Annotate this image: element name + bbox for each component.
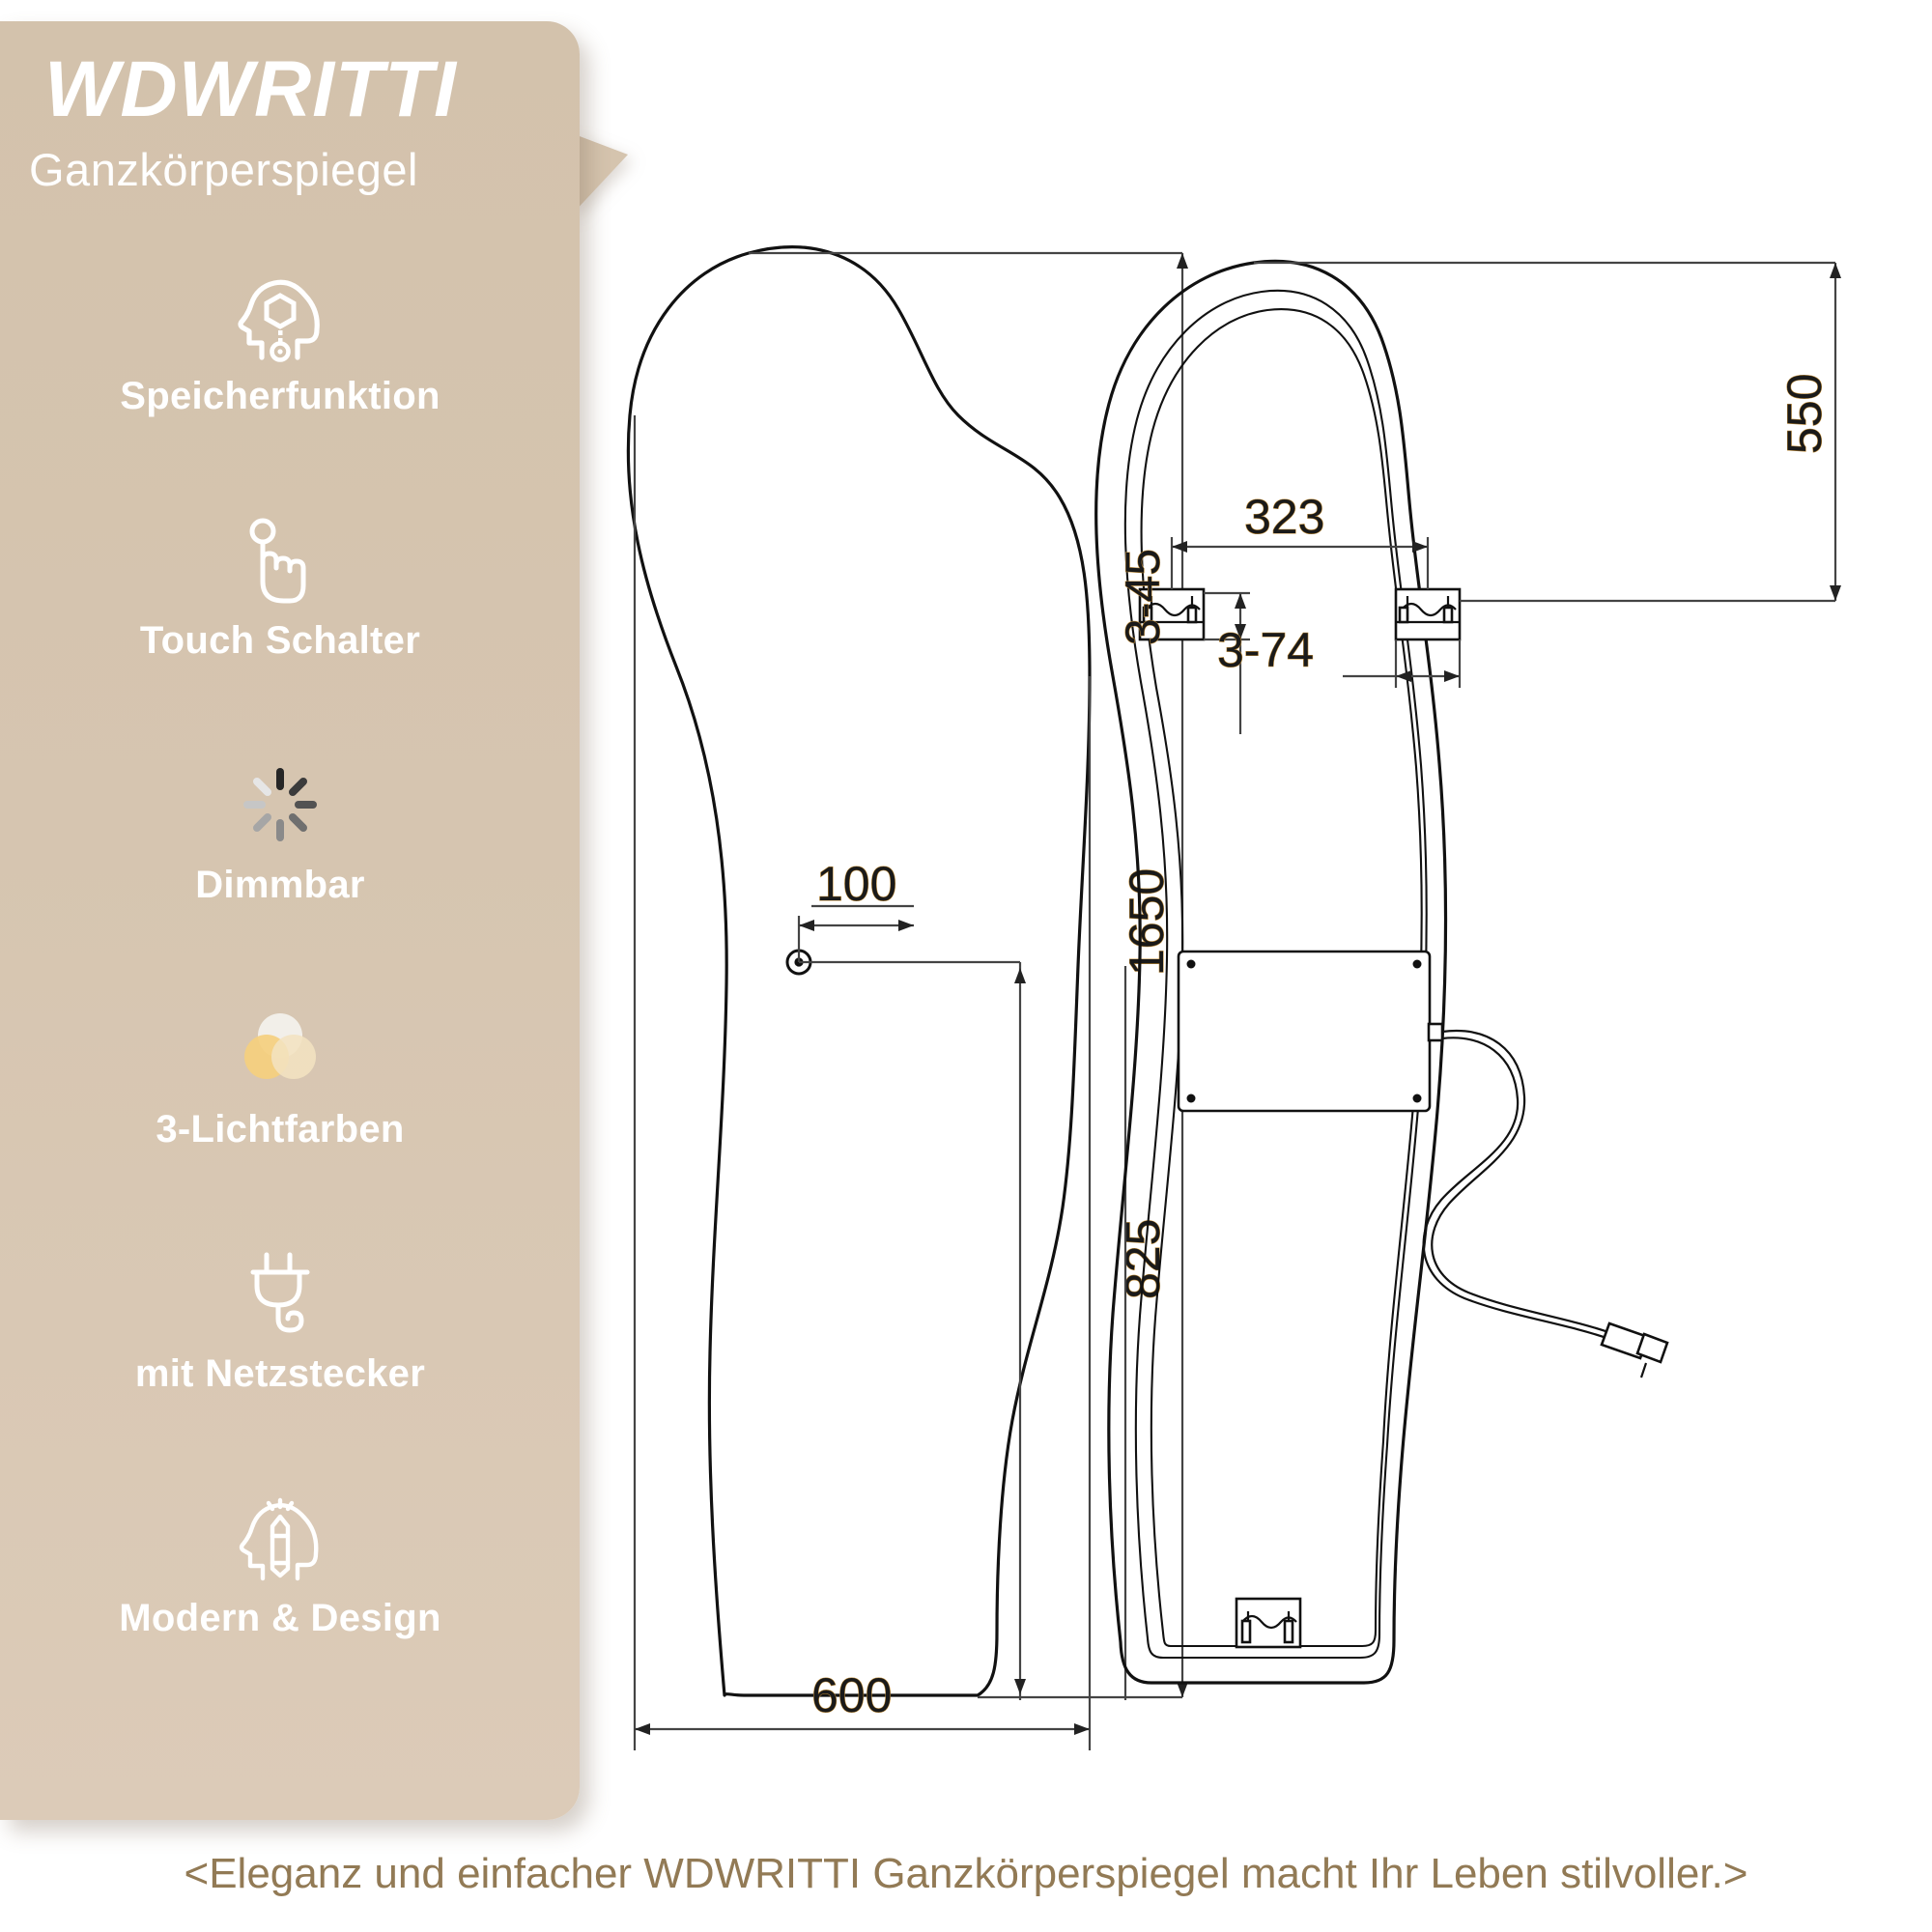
dimension-825-group: 825 <box>1014 962 1171 1700</box>
feature-label: mit Netzstecker <box>134 1352 426 1395</box>
design-head-pencil-icon <box>227 1485 333 1591</box>
feature-item-dimmbar: Dimmbar <box>0 752 560 996</box>
feature-label: Touch Schalter <box>139 619 421 662</box>
power-plug <box>1600 1321 1669 1378</box>
speech-bubble-tail <box>572 133 628 214</box>
feature-item-3-lichtfarben: 3-Lichtfarben <box>0 996 560 1240</box>
technical-drawing: 100 825 1650 <box>580 0 1932 1835</box>
brand-name: WDWRITTI <box>44 45 457 133</box>
bottom-bracket <box>1235 1597 1302 1649</box>
feature-label: Dimmbar <box>195 864 365 906</box>
feature-list: Speicherfunktion <box>0 263 560 1729</box>
touch-hand-icon <box>227 507 333 613</box>
dimension-3-74: 3-74 <box>1217 623 1314 677</box>
feature-label: Speicherfunktion <box>120 375 440 417</box>
dimension-550-group: 550 <box>1254 261 1841 603</box>
memory-head-icon <box>227 263 333 369</box>
power-cable <box>1422 1030 1612 1341</box>
dimension-600-group: 600 <box>633 415 1092 1750</box>
dimension-600: 600 <box>811 1668 892 1722</box>
mirror-back-led-channel <box>1123 289 1428 1660</box>
led-driver-box <box>1177 950 1444 1113</box>
dimension-3-45: 3-45 <box>1116 549 1170 645</box>
feature-item-modern-design: Modern & Design <box>0 1485 560 1729</box>
dimension-1650: 1650 <box>1120 868 1174 976</box>
three-light-colors-icon <box>227 996 333 1102</box>
touch-switch-dimension-100: 100 <box>785 856 1020 976</box>
feature-item-mit-netzstecker: mit Netzstecker <box>0 1240 560 1485</box>
dimension-3-74-group: 3-74 <box>1216 622 1462 688</box>
hanging-bracket-left <box>1138 587 1206 641</box>
mirror-back-outer-outline <box>1094 259 1448 1685</box>
dimension-3-45-group: 3-45 <box>1115 548 1250 734</box>
brand-feature-panel: WDWRITTI Ganzkörperspiegel <box>0 21 580 1820</box>
power-plug-icon <box>227 1240 333 1347</box>
feature-item-speicherfunktion: Speicherfunktion <box>0 263 560 507</box>
product-name: Ganzkörperspiegel <box>29 144 418 195</box>
dimension-1650-group: 1650 <box>749 251 1188 1699</box>
dimmer-spinner-icon <box>227 752 333 858</box>
feature-label: 3-Lichtfarben <box>156 1108 405 1151</box>
hanging-bracket-right <box>1394 587 1462 641</box>
dimension-323-group: 323 <box>1170 489 1430 589</box>
bottom-caption: <Eleganz und einfacher WDWRITTI Ganzkörp… <box>184 1850 1748 1897</box>
feature-item-touch-schalter: Touch Schalter <box>0 507 560 752</box>
feature-label: Modern & Design <box>119 1597 441 1639</box>
dimension-550: 550 <box>1777 374 1832 454</box>
dimension-100: 100 <box>816 857 896 911</box>
dimension-323: 323 <box>1244 490 1324 544</box>
